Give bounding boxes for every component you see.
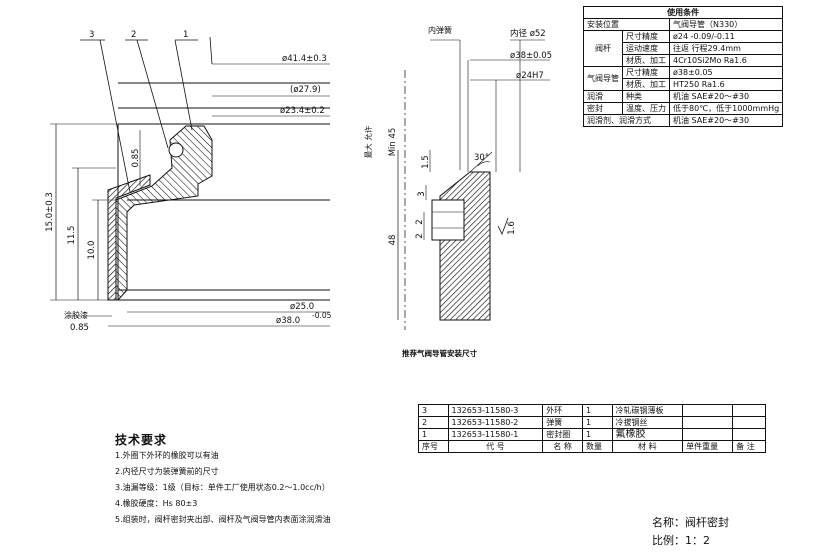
conditions-title: 使用条件 [582, 6, 784, 19]
part-name-label: 名称：阀杆密封 [652, 516, 729, 529]
cond-value: HT250 Ra1.6 [668, 78, 784, 91]
dim-outer-diameter: ø41.4±0.3 [282, 54, 327, 64]
dim-mid-height: 11.5 [67, 226, 77, 245]
part-no: 3 [418, 404, 449, 417]
coating-label: 涂胶漆 [64, 310, 88, 320]
cond-item: 安装位置 [583, 18, 670, 31]
guide-caption: 推荐气阀导管安装尺寸 [402, 348, 477, 358]
spring-label: 内弹簧 [428, 25, 452, 35]
cond-value: 低于80℃，低于1000mmHg [668, 102, 784, 115]
parts-table: 3 132653-11580-3 外环 1 冷轧碳钢薄板 2 132653-11… [418, 404, 766, 453]
table-row: 2 132653-11580-2 弹簧 1 冷拔钢丝 [418, 416, 766, 429]
dim-inner-diameter: 内径 ø52 [510, 28, 546, 39]
roughness-value: 1.6 [507, 221, 517, 235]
header-cell: 备 注 [732, 440, 766, 453]
cond-value: 往返 行程29.4mm [668, 42, 784, 55]
dim-inner-lip-diameter: ø23.4±0.2 [280, 106, 325, 116]
cond-item: 材质、加工 [622, 78, 670, 91]
dim-1-5: 1.5 [421, 155, 431, 169]
part-name: 弹簧 [542, 416, 584, 429]
cond-item: 尺寸精度 [622, 30, 670, 43]
dim-ref-diameter: (ø27.9) [290, 85, 321, 95]
cond-group: 阀杆 [583, 30, 623, 67]
part-code: 132653-11580-3 [447, 404, 544, 417]
callout-2: 2 [131, 30, 136, 40]
callout-3: 3 [89, 30, 94, 40]
cond-item: 润滑剂、润滑方式 [583, 114, 670, 127]
cond-value: 机油 SAE#20～#30 [668, 90, 784, 103]
part-qty: 1 [582, 416, 613, 429]
part-qty: 1 [582, 404, 613, 417]
part-code: 132653-11580-1 [447, 428, 544, 441]
cond-group: 气阀导管 [583, 66, 623, 91]
dim-total-height: 15.0±0.3 [45, 192, 55, 232]
rubber-seal-section [115, 125, 213, 301]
parts-header-row: 序号 代 号 名 称 数量 材 料 单件重量 备 注 [418, 440, 766, 453]
cond-value: ø24 -0.09/-0.11 [668, 30, 784, 43]
cond-item: 温度、压力 [622, 102, 670, 115]
table-row: 3 132653-11580-3 外环 1 冷轧碳钢薄板 [418, 404, 766, 417]
guide-wall-section [439, 171, 491, 321]
header-cell: 代 号 [447, 440, 544, 453]
table-row: 1 132653-11580-1 密封圈 1 氟橡胶 [418, 428, 766, 441]
tech-req-item: 3.油漏等级：1级（目标：单件工厂使用状态0.2～1.0cc/h） [115, 483, 330, 492]
part-material: 氟橡胶 [611, 428, 684, 441]
dim-2a: 2 [415, 219, 425, 224]
cond-item: 材质、加工 [622, 54, 670, 67]
dim-3: 3 [417, 191, 427, 196]
header-cell: 数量 [582, 440, 613, 453]
cond-value: ø38±0.05 [668, 66, 784, 79]
cond-item: 运动速度 [622, 42, 670, 55]
part-name: 外环 [542, 404, 584, 417]
dim-48: 48 [388, 235, 398, 246]
dim-inner-height: 10.0 [87, 241, 97, 260]
header-cell: 名 称 [542, 440, 584, 453]
cond-value: 机油 SAE#20～#30 [668, 114, 784, 127]
tech-req-item: 4.橡胶硬度：Hs 80±3 [115, 499, 198, 508]
seal-section-view [50, 36, 330, 327]
cond-item: 尺寸精度 [622, 66, 670, 79]
tech-req-item: 1.外圈下外环的橡胶可以有油 [115, 451, 219, 460]
cond-value: 4Cr10Si2Mo Ra1.6 [668, 54, 784, 67]
part-material: 冷轧碳钢薄板 [611, 404, 684, 417]
dim-bottom-tolerance: -0.05 [312, 311, 332, 320]
dim-bottom-thickness: 0.85 [70, 323, 89, 333]
dim-bottom-diameter: ø38.0 [276, 316, 300, 326]
dim-spring-thickness: 0.85 [131, 149, 141, 168]
header-cell: 序号 [418, 440, 449, 453]
part-material: 冷拔钢丝 [611, 416, 684, 429]
cond-value: 气阀导管（N330） [668, 18, 784, 31]
tech-req-item: 5.组装时，阀杆密封夹出部、阀杆及气阀导管内表面涂润滑油 [115, 515, 331, 524]
dim-bore-diameter: ø25.0 [290, 302, 314, 312]
tech-req-title: 技术要求 [115, 433, 168, 447]
part-name: 密封圈 [542, 428, 584, 441]
part-qty: 1 [582, 428, 613, 441]
cond-group: 密封 [583, 102, 623, 115]
part-no: 2 [418, 416, 449, 429]
dim-angle: 30° [474, 153, 489, 163]
dim-rod-diameter: ø38±0.05 [510, 51, 552, 61]
part-no: 1 [418, 428, 449, 441]
part-code: 132653-11580-2 [447, 416, 544, 429]
tech-req-item: 2.内径尺寸为装弹簧前的尺寸 [115, 467, 219, 476]
scale-label: 比例：1：2 [652, 534, 710, 547]
side-label: 最大 允许 [363, 125, 373, 158]
dim-2b: 2 [415, 233, 425, 238]
guide-install-view [397, 39, 550, 330]
dim-h7-diameter: ø24H7 [516, 71, 544, 81]
tech-requirements: 技术要求 1.外圈下外环的橡胶可以有油 2.内径尺寸为装弹簧前的尺寸 3.油漏等… [115, 432, 331, 528]
dim-min-45: Min 45 [388, 128, 398, 157]
header-cell: 单件重量 [682, 440, 734, 453]
cond-group: 润滑 [583, 90, 623, 103]
header-cell: 材 料 [611, 440, 684, 453]
spring-circle [168, 142, 184, 158]
callout-1: 1 [183, 30, 188, 40]
cond-item: 种类 [622, 90, 670, 103]
